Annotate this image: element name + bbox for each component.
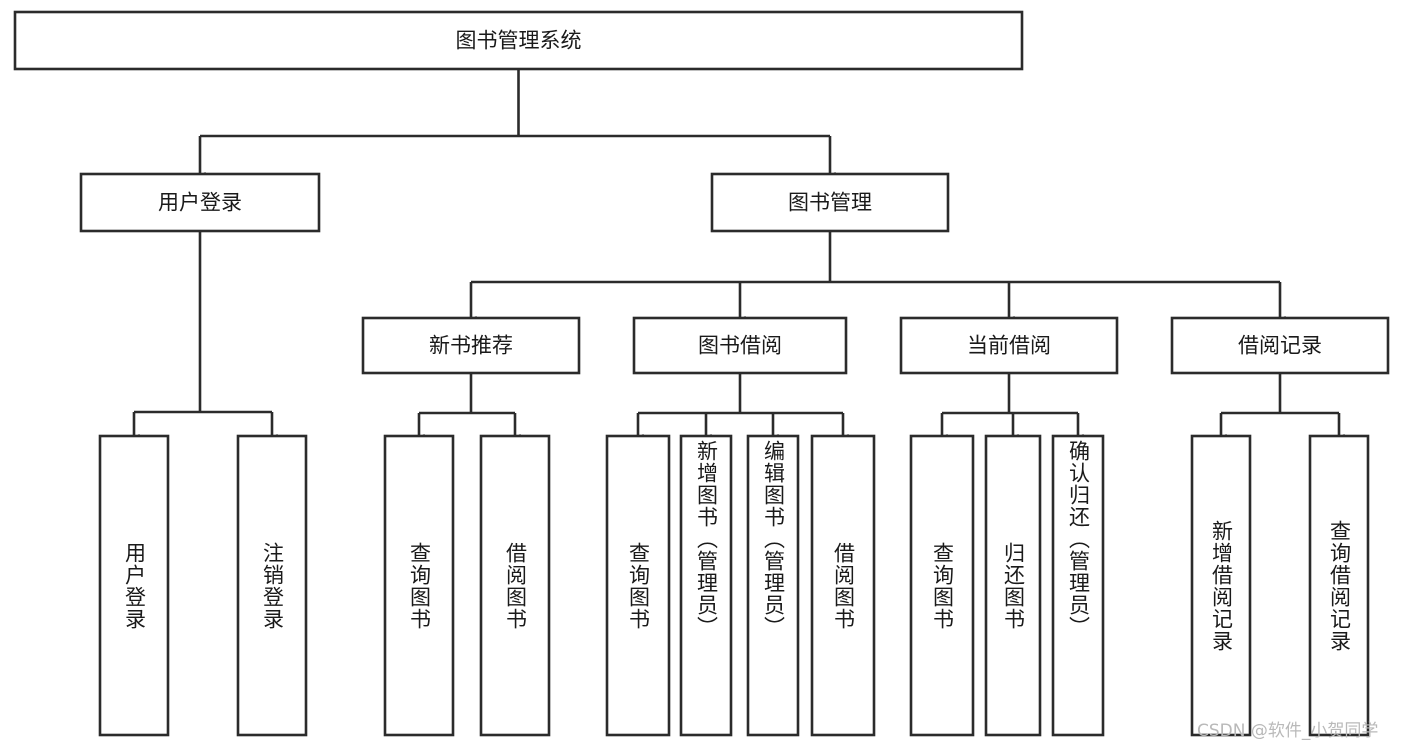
node-box-leaf-query-book-rec[interactable]	[383, 434, 455, 737]
node-box-leaf-borrow-book[interactable]	[810, 434, 876, 737]
node-box-leaf-query-borrow-record[interactable]	[1308, 434, 1370, 737]
node-label-borrow-record: 借阅记录	[1238, 334, 1322, 358]
node-box-book-management[interactable]	[710, 172, 950, 233]
node-box-root[interactable]	[13, 10, 1024, 71]
node-box-leaf-add-book-admin[interactable]	[679, 434, 733, 737]
node-label-leaf-query-borrow-record: 查询借阅记录	[1327, 519, 1352, 652]
node-label-wrap-leaf-add-book-admin: 新增图书（管理员）	[681, 436, 731, 735]
csdn-watermark: CSDN @软件_小贺同学	[1197, 721, 1379, 741]
edge-layer	[128, 69, 1345, 444]
node-label-leaf-query-book-cur: 查询图书	[930, 541, 955, 630]
node-box-leaf-add-borrow-record[interactable]	[1190, 434, 1252, 737]
node-label-leaf-add-book-admin: 新增图书（管理员）	[694, 440, 719, 638]
node-box-current-borrow[interactable]	[899, 316, 1119, 375]
node-box-leaf-confirm-return-admin[interactable]	[1051, 434, 1105, 737]
node-box-leaf-user-login[interactable]	[98, 434, 170, 737]
node-label-wrap-leaf-query-borrow-record: 查询借阅记录	[1310, 436, 1368, 735]
node-label-leaf-query-book-rec: 查询图书	[407, 541, 432, 630]
node-box-leaf-edit-book-admin[interactable]	[746, 434, 800, 737]
node-label-wrap-leaf-confirm-return-admin: 确认归还（管理员）	[1053, 436, 1103, 735]
node-label-leaf-borrow-book: 借阅图书	[831, 541, 856, 630]
node-label-wrap-leaf-return-book: 归还图书	[986, 436, 1040, 735]
node-label-wrap-leaf-query-book-borrow: 查询图书	[607, 436, 669, 735]
node-label-leaf-confirm-return-admin: 确认归还（管理员）	[1066, 440, 1091, 638]
node-box-user-login[interactable]	[79, 172, 321, 233]
node-label-leaf-add-borrow-record: 新增借阅记录	[1209, 519, 1234, 652]
node-box-book-borrow[interactable]	[632, 316, 848, 375]
node-label-wrap-leaf-borrow-book-rec: 借阅图书	[481, 436, 549, 735]
node-label-root: 图书管理系统	[456, 29, 582, 53]
node-label-wrap-leaf-user-login: 用户登录	[100, 436, 168, 735]
node-label-book-borrow: 图书借阅	[698, 334, 782, 358]
node-label-user-login: 用户登录	[158, 191, 242, 215]
node-label-wrap-leaf-query-book-cur: 查询图书	[911, 436, 973, 735]
node-label-leaf-query-book-borrow: 查询图书	[626, 541, 651, 630]
node-label-wrap-leaf-query-book-rec: 查询图书	[385, 436, 453, 735]
node-label-current-borrow: 当前借阅	[967, 334, 1051, 358]
node-box-leaf-logout[interactable]	[236, 434, 308, 737]
node-label-leaf-logout: 注销登录	[260, 541, 285, 630]
node-label-wrap-leaf-borrow-book: 借阅图书	[812, 436, 874, 735]
node-label-wrap-leaf-add-borrow-record: 新增借阅记录	[1192, 436, 1250, 735]
node-label-wrap-leaf-edit-book-admin: 编辑图书（管理员）	[748, 436, 798, 735]
node-label-leaf-return-book: 归还图书	[1001, 541, 1026, 630]
node-label-leaf-edit-book-admin: 编辑图书（管理员）	[761, 440, 786, 638]
node-box-leaf-query-book-borrow[interactable]	[605, 434, 671, 737]
node-label-leaf-borrow-book-rec: 借阅图书	[503, 541, 528, 630]
node-box-leaf-return-book[interactable]	[984, 434, 1042, 737]
node-label-new-book-recommend: 新书推荐	[429, 334, 513, 358]
node-box-borrow-record[interactable]	[1170, 316, 1390, 375]
node-box-leaf-query-book-cur[interactable]	[909, 434, 975, 737]
node-box-leaf-borrow-book-rec[interactable]	[479, 434, 551, 737]
node-box-new-book-recommend[interactable]	[361, 316, 581, 375]
node-label-wrap-leaf-logout: 注销登录	[238, 436, 306, 735]
node-label-book-management: 图书管理	[788, 191, 872, 215]
node-box-layer	[13, 10, 1390, 737]
node-label-leaf-user-login: 用户登录	[122, 541, 147, 630]
